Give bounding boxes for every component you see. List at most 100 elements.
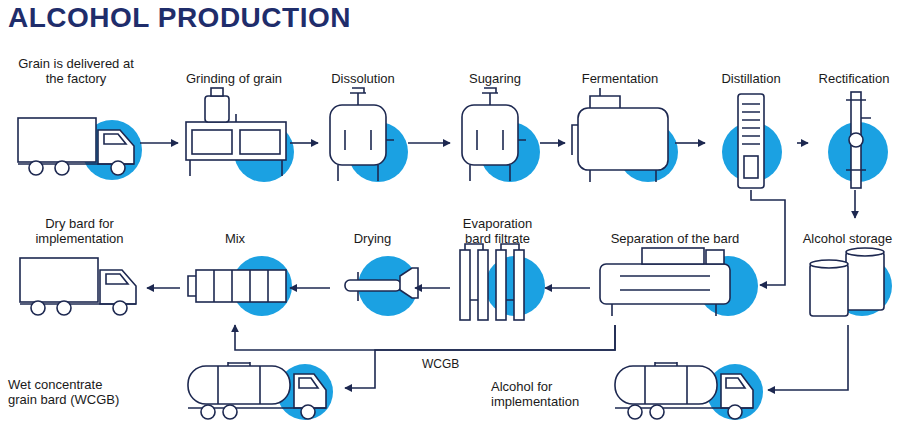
- icon-stroke: [330, 88, 394, 181]
- step-label: Drying: [354, 231, 392, 246]
- mixer-icon: [188, 256, 292, 316]
- process-step: Fermentation: [565, 50, 675, 190]
- process-step: Evaporation bard filtrate: [450, 198, 545, 325]
- icon-stroke: [572, 88, 656, 182]
- icon-stroke: [190, 114, 282, 176]
- grinder-icon: [186, 88, 294, 182]
- icon-stroke: [186, 122, 286, 160]
- flow-arrow: [675, 142, 705, 144]
- process-step: Rectification: [808, 50, 900, 190]
- process-step: Distillation: [705, 50, 797, 190]
- flow-arrow: [147, 287, 180, 289]
- flow-arrow: [140, 142, 178, 144]
- step-label-box: Dissolution: [318, 50, 408, 86]
- icon-stroke: [192, 130, 232, 154]
- icon-stroke: [810, 260, 848, 268]
- step-label-box: Wet concentrate grain bard (WCGB): [8, 377, 130, 407]
- process-step: Alcohol for implementation: [488, 355, 768, 425]
- tanker-truck-icon: [615, 362, 763, 420]
- icon-stroke: [496, 250, 506, 320]
- step-label-box: Alcohol for implementation: [491, 379, 613, 409]
- evaporator-icon: [460, 244, 545, 320]
- process-step: Dry bard for implementation: [12, 196, 147, 325]
- step-label: Dissolution: [331, 71, 395, 86]
- icon-stroke: [846, 248, 884, 256]
- icon-stroke: [357, 272, 359, 301]
- flow-arrow: [797, 142, 808, 144]
- icon-stroke: [240, 130, 280, 154]
- icon-stroke: [211, 88, 223, 96]
- process-step: Alcohol storage: [800, 218, 895, 325]
- flow-arrow: [290, 142, 318, 144]
- step-label-box: Evaporation bard filtrate: [450, 198, 545, 246]
- dryer-icon: [345, 256, 418, 316]
- icon-stroke: [460, 250, 470, 320]
- icon-stroke: [578, 108, 668, 170]
- sugaring-tank-icon: [462, 88, 540, 182]
- process-step: Grinding of grain: [178, 50, 290, 190]
- step-label: Separation of the bard: [611, 231, 740, 246]
- flow-arrow: [540, 142, 565, 144]
- process-step: Dissolution: [318, 50, 408, 190]
- step-label: Distillation: [721, 71, 780, 86]
- step-label: Wet concentrate grain bard (WCGB): [8, 377, 130, 407]
- icon-stroke: [20, 258, 136, 315]
- flow-arrow: [408, 142, 450, 144]
- fermenter-icon: [572, 88, 678, 182]
- tanker-truck-icon: [188, 362, 333, 420]
- storage-tanks-icon: [810, 248, 892, 316]
- process-step: Grain is delivered at the factory: [12, 50, 140, 190]
- step-label: Mix: [225, 231, 245, 246]
- icon-stroke: [849, 133, 863, 147]
- icon-stroke: [738, 94, 764, 188]
- separator-icon: [600, 248, 758, 316]
- dissolution-tank-icon: [330, 88, 408, 182]
- step-label: Grain is delivered at the factory: [12, 56, 140, 86]
- icon-stroke: [846, 100, 871, 170]
- process-step: Mix: [180, 218, 290, 325]
- step-label-box: Fermentation: [565, 50, 675, 86]
- flow-arrow: [854, 190, 856, 218]
- icon-stroke: [205, 96, 229, 122]
- icon-stroke: [744, 156, 758, 178]
- icon-stroke: [742, 104, 760, 144]
- van-icon: [20, 258, 136, 315]
- step-label-box: Grain is delivered at the factory: [12, 50, 140, 86]
- flow-arrow: [545, 287, 590, 289]
- icon-stroke: [600, 264, 730, 304]
- step-label-box: Alcohol storage: [800, 218, 895, 246]
- distillation-column-icon: [722, 94, 782, 188]
- flow-arrow: [751, 190, 785, 285]
- icon-stroke: [514, 250, 524, 320]
- icon-stroke: [642, 248, 704, 264]
- icon-stroke: [400, 268, 418, 298]
- icon-stroke: [612, 276, 716, 316]
- icon-stroke: [196, 270, 286, 302]
- process-step: Separation of the bard: [590, 218, 760, 325]
- flow-arrow: [235, 325, 615, 350]
- step-label-box: Rectification: [808, 50, 900, 86]
- icon-stroke: [345, 280, 401, 291]
- truck-icon: [18, 118, 142, 180]
- icon-stroke: [846, 252, 884, 310]
- step-label-box: Separation of the bard: [590, 218, 760, 246]
- icon-stroke: [615, 362, 753, 419]
- flow-arrow: [345, 325, 615, 388]
- diagram-title: ALCOHOL PRODUCTION: [8, 2, 351, 34]
- flow-arrow: [290, 287, 330, 289]
- step-label: Fermentation: [582, 71, 659, 86]
- step-label-box: Mix: [180, 218, 290, 246]
- step-label: Evaporation bard filtrate: [450, 216, 545, 246]
- step-label-box: Distillation: [705, 50, 797, 86]
- step-label: Grinding of grain: [186, 71, 282, 86]
- step-label-box: Grinding of grain: [178, 50, 290, 86]
- flow-label: WCGB: [420, 357, 461, 371]
- icon-stroke: [188, 270, 268, 302]
- step-label-box: Dry bard for implementation: [12, 196, 147, 246]
- process-step: Sugaring: [450, 50, 540, 190]
- process-step: Drying: [330, 218, 415, 325]
- flow-arrow: [768, 325, 848, 390]
- icon-stroke: [465, 244, 519, 300]
- step-label-box: Sugaring: [450, 50, 540, 86]
- icon-stroke: [706, 250, 724, 264]
